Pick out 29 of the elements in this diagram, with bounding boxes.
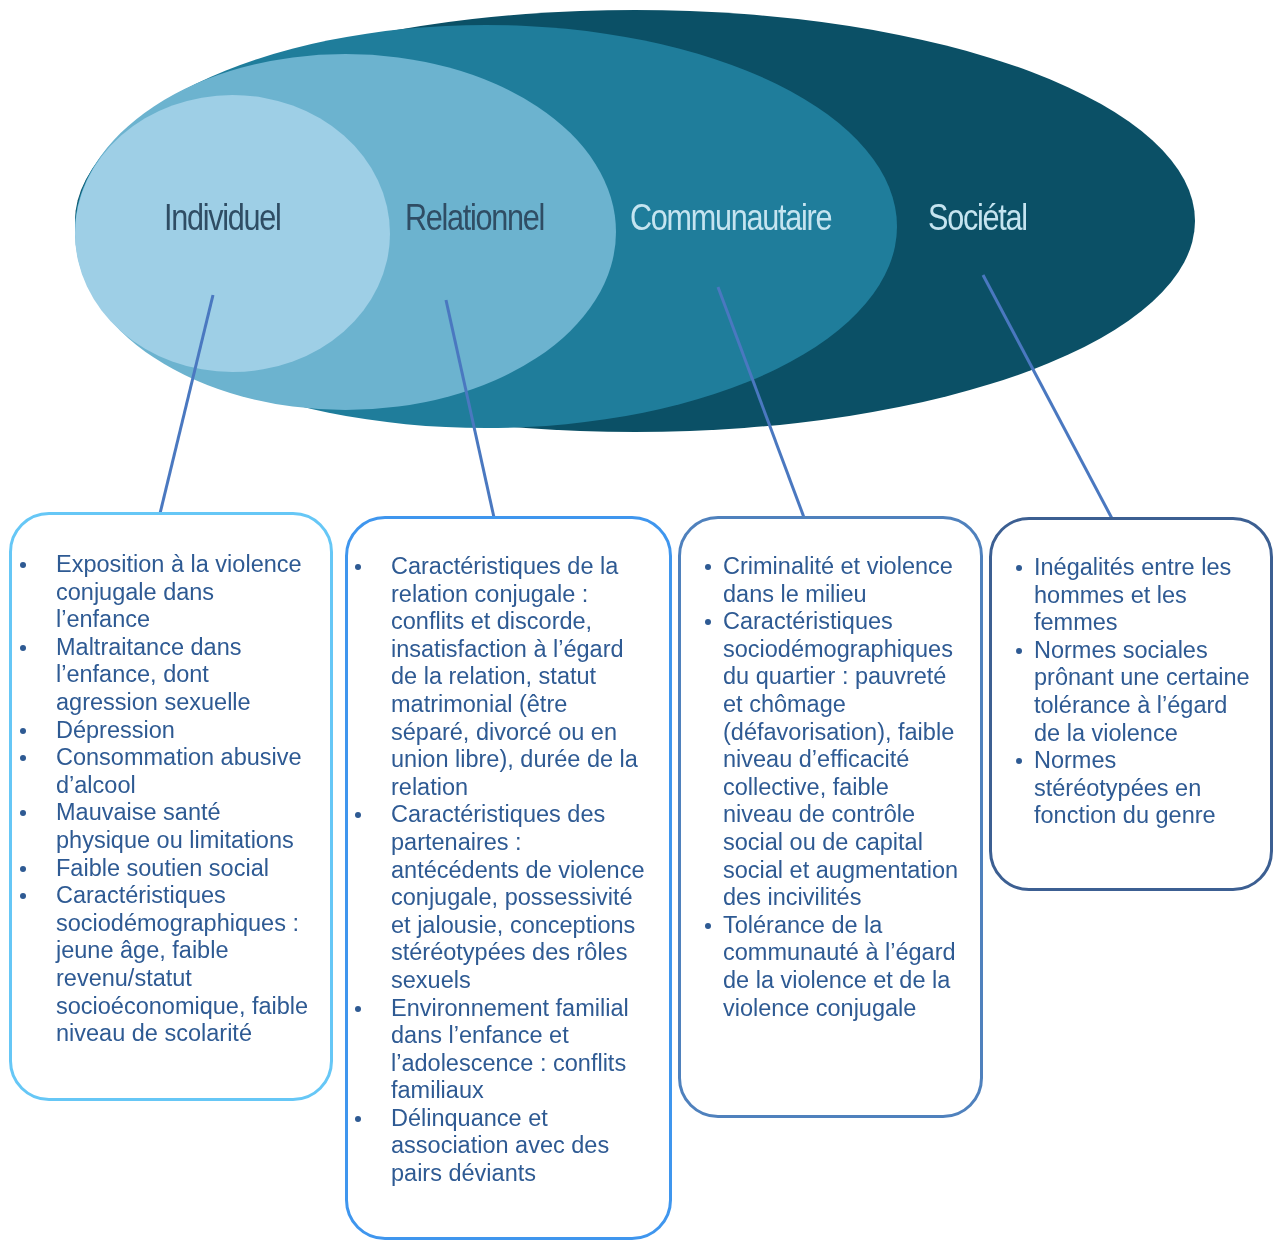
leader-line: [716, 286, 806, 519]
text-card: [9, 512, 333, 1101]
leader-line: [158, 294, 215, 514]
level-label: Individuel: [164, 197, 281, 239]
bullet-item: Criminalité et violence dans le milieu: [723, 553, 964, 609]
bullet-item: Mauvaise santé physique ou limitations: [56, 799, 312, 855]
text-card: [678, 516, 983, 1118]
level-label: Communautaire: [630, 197, 832, 239]
bullet-item: Environnement familial dans l’enfance et l’adolescence : conflits familiaux: [391, 994, 647, 1105]
bullet-item: Normes sociales prônant une certaine tolérance à l’égard de la violence: [1034, 636, 1254, 748]
text-card: [989, 517, 1273, 891]
bullet-item: Consommation abusive d’alcool: [56, 744, 312, 800]
bullet-item: Délinquance et association avec des pairs déviants: [391, 1104, 647, 1188]
level-label: Sociétal: [928, 197, 1027, 239]
leader-line: [981, 274, 1114, 520]
bullet-item: Faible soutien social: [56, 854, 312, 883]
bullet-item: Maltraitance dans l’enfance, dont agression sexuelle: [56, 633, 312, 717]
level-label: Relationnel: [405, 197, 545, 239]
bullet-item: Caractéristiques sociodémographiques du quartier : pauvreté et chômage (défavorisation), faible niveau d’efficacité collective, faible niveau de contrôle social ou de capital social et augmentation des incivilités: [723, 608, 964, 912]
bullet-item: Inégalités entre les hommes et les femmes: [1034, 554, 1254, 637]
leader-line: [444, 299, 496, 518]
bullet-item: Caractéristiques de la relation conjugale : conflits et discorde, insatisfaction à l’égard de la relation, statut matrimonial (être séparé, divorcé ou en union libre), durée de la relation: [391, 553, 647, 802]
text-card: [345, 516, 672, 1240]
bullet-item: Caractéristiques sociodémographiques : jeune âge, faible revenu/statut socioéconomique, faible niveau de scolarité: [56, 882, 312, 1048]
bullet-item: Dépression: [56, 716, 312, 745]
bullet-item: Tolérance de la communauté à l’égard de la violence et de la violence conjugale: [723, 911, 964, 1023]
bullet-item: Caractéristiques des partenaires : antécédents de violence conjugale, possessivité et jalousie, conceptions stéréotypées des rôles sexuels: [391, 801, 647, 995]
bullet-item: Normes stéréotypées en fonction du genre: [1034, 747, 1254, 830]
bullet-item: Exposition à la violence conjugale dans l’enfance: [56, 551, 312, 634]
